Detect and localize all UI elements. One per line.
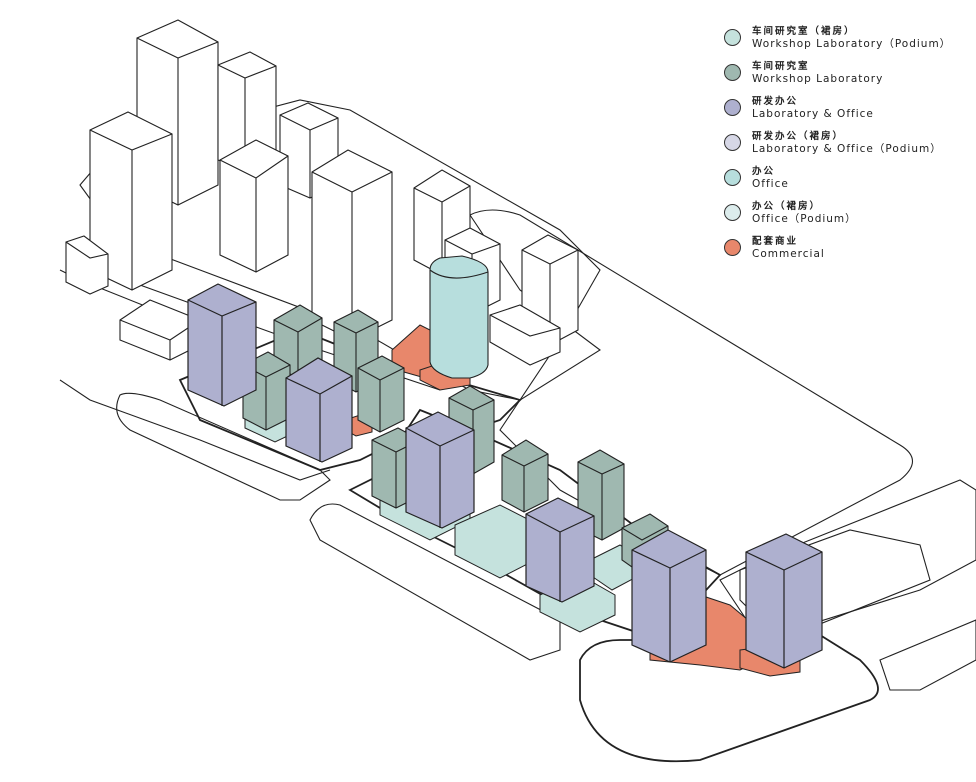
lab-office-tower-1 bbox=[187, 283, 257, 407]
upper-site-block bbox=[79, 99, 601, 401]
legend-item-office-podium: 办公（裙房） Office（Podium） bbox=[724, 201, 974, 236]
legend-label-en: Laboratory & Office bbox=[752, 108, 874, 120]
road-block-west bbox=[116, 392, 331, 501]
legend-item-lab-office: 研发办公 Laboratory & Office bbox=[724, 96, 974, 131]
lab-office-towers bbox=[187, 283, 823, 669]
legend-label-cn: 车间研究室 bbox=[752, 61, 810, 72]
east-strip-2 bbox=[879, 619, 976, 691]
legend-label-en: Office bbox=[752, 178, 789, 190]
legend-label-en: Office（Podium） bbox=[752, 213, 857, 225]
tower-n-6 bbox=[311, 149, 393, 341]
legend-label-cn: 车间研究室（裙房） bbox=[752, 26, 856, 37]
south-west-block bbox=[309, 503, 561, 661]
legend-label-en: Workshop Laboratory bbox=[752, 73, 884, 85]
office-tower bbox=[429, 255, 489, 379]
lab-office-tower-4 bbox=[525, 497, 595, 603]
upper-road-edge-2 bbox=[59, 379, 331, 481]
lab-office-tower-6 bbox=[745, 533, 823, 669]
legend-swatch bbox=[724, 29, 741, 46]
legend-label-cn: 配套商业 bbox=[752, 236, 799, 247]
legend-item-lab-office-podium: 研发办公（裙房） Laboratory & Office（Podium） bbox=[724, 131, 974, 166]
legend-swatch bbox=[724, 64, 741, 81]
tower-n-5 bbox=[219, 139, 289, 273]
legend-label-cn: 办公 bbox=[752, 166, 776, 177]
legend-label-en: Laboratory & Office（Podium） bbox=[752, 143, 942, 155]
workshop-tower-7 bbox=[501, 439, 549, 513]
podium-ne-low bbox=[489, 304, 561, 366]
legend-swatch bbox=[724, 99, 741, 116]
legend-label-en: Workshop Laboratory（Podium） bbox=[752, 38, 952, 50]
legend-item-workshop: 车间研究室 Workshop Laboratory bbox=[724, 61, 974, 96]
legend-swatch bbox=[724, 134, 741, 151]
lab-office-tower-5 bbox=[631, 529, 707, 663]
podium-west-low bbox=[65, 235, 109, 295]
legend-label-cn: 办公（裙房） bbox=[752, 201, 822, 212]
legend-swatch bbox=[724, 169, 741, 186]
workshop-tower-4 bbox=[357, 355, 405, 433]
legend-swatch bbox=[724, 239, 741, 256]
east-strip-3 bbox=[739, 529, 931, 641]
legend-swatch bbox=[724, 204, 741, 221]
legend-item-office: 办公 Office bbox=[724, 166, 974, 201]
lab-office-tower-2 bbox=[285, 357, 353, 463]
white-buildings bbox=[65, 19, 579, 366]
legend-label-cn: 研发办公 bbox=[752, 96, 799, 107]
lab-office-tower-3 bbox=[405, 411, 475, 529]
legend-item-workshop-podium: 车间研究室（裙房） Workshop Laboratory（Podium） bbox=[724, 26, 974, 61]
south-plot bbox=[579, 609, 879, 763]
legend-label-cn: 研发办公（裙房） bbox=[752, 131, 845, 142]
east-plot bbox=[469, 209, 914, 576]
legend-label-en: Commercial bbox=[752, 248, 825, 260]
legend: 车间研究室（裙房） Workshop Laboratory（Podium） 车间… bbox=[724, 26, 974, 271]
legend-item-commercial: 配套商业 Commercial bbox=[724, 236, 974, 271]
